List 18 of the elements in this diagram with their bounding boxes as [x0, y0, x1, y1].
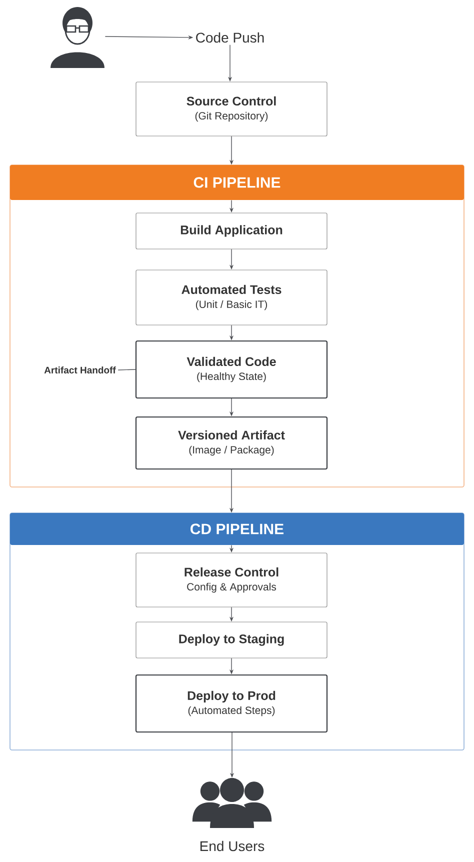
developer-icon [50, 7, 104, 68]
side-label: Artifact Handoff [44, 366, 116, 374]
process-box: Validated Code (Healthy State) [135, 340, 328, 399]
process-box: Source Control (Git Repository) [136, 82, 328, 136]
users-icon [192, 778, 272, 829]
process-box: Deploy to Staging [136, 622, 328, 658]
pipeline-panel [10, 164, 464, 488]
process-box: Release Control Config & Approvals [136, 552, 328, 608]
process-box: Versioned Artifact (Image / Package) [135, 416, 328, 470]
node-label: End Users [200, 840, 264, 852]
process-box: Deploy to Prod (Automated Steps) [135, 674, 328, 733]
leader-line [118, 369, 136, 370]
pipeline-panel [10, 512, 464, 750]
step-label: Code Push [196, 32, 264, 43]
process-box: Automated Tests (Unit / Basic IT) [136, 270, 328, 326]
pipeline-header: CD PIPELINE [10, 513, 464, 545]
pipeline-header: CI PIPELINE [10, 165, 464, 200]
process-box: Build Application [136, 212, 328, 250]
